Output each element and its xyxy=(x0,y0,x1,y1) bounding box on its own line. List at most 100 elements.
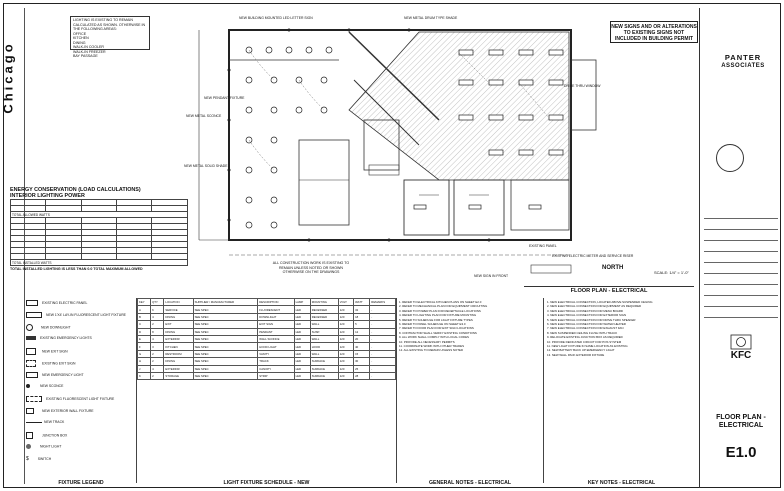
schedule-cell: SEE SPEC xyxy=(192,371,259,381)
drawing-sheet: Chicago LIGHTING IS EXISTING TO REMAIN C… xyxy=(0,3,781,488)
legend-item: NEW 1'X4' LAY-IN FLUORESCENT LIGHT FIXTU… xyxy=(26,312,126,318)
schedule-header-row: KEY QTY LOCATION SUPPLIER / MANUFACTURER… xyxy=(136,297,396,307)
schedule-cell: 28 xyxy=(353,371,371,381)
general-note-line: 12. ALL EXISTING TO REMAIN UNLESS NOTED xyxy=(399,348,464,353)
schedule-cell: FLUORESCENT xyxy=(257,305,295,314)
schedule-cell: 120 xyxy=(337,305,355,314)
lighting-note-text: LIGHTING IS EXISTING TO REMAIN CALCULATE… xyxy=(73,18,146,31)
exit-sign-icon xyxy=(26,348,36,355)
schedule-cell: SUSP. xyxy=(309,327,339,336)
key-note-line: 11. NEW LIGHT FIXTURE IN SAME LOCATION A… xyxy=(547,344,628,349)
existing-fluorescent-icon xyxy=(26,396,42,402)
downlight-symbol-icon xyxy=(26,324,33,331)
schedule-cell: PENDANT xyxy=(257,327,295,336)
schedule-cell: 120 xyxy=(337,312,355,322)
schedule-cell: RECESSED xyxy=(309,305,339,314)
sheet-number: E1.0 xyxy=(725,444,757,461)
schedule-cell: 120 xyxy=(337,349,355,359)
lighting-note-item: WALK-IN FREEZER xyxy=(73,49,106,54)
existing-exit-icon xyxy=(26,360,36,367)
schedule-cell: SURFACE xyxy=(309,364,339,373)
schedule-cell: SERVICE xyxy=(163,305,194,314)
schedule-cell: - xyxy=(369,327,396,336)
callout-front-sign: NEW SIGN IN FRONT xyxy=(474,274,509,278)
schedule-cell: B xyxy=(136,312,152,322)
schedule-cell: - xyxy=(369,371,396,381)
schedule-cell: 8 xyxy=(150,327,165,336)
sconce-icon xyxy=(26,384,30,389)
key-note-line: 9. RELOCATE EXISTING JUNCTION BOX AS REQ… xyxy=(547,335,623,340)
schedule-cell: H xyxy=(136,357,152,366)
wall-fixture-icon xyxy=(26,408,34,414)
schedule-cell: 120 xyxy=(337,357,355,366)
energy-calculations: ENERGY CONSERVATION (LOAD CALCULATIONS) … xyxy=(9,187,188,280)
schedule-cell: EXTERIOR xyxy=(163,334,194,344)
schedule-cell: 120 xyxy=(337,320,355,329)
panel-symbol-icon xyxy=(26,300,38,306)
schedule-cell: LED xyxy=(293,334,311,344)
schedule-cell: KITCHEN xyxy=(163,342,194,351)
schedule-cell: RESTROOM xyxy=(163,349,194,359)
schedule-cell: VANITY xyxy=(257,349,295,359)
legend-title: FIXTURE LEGEND xyxy=(58,480,104,486)
general-note-line: 5. REFER TO SCHEDULE FOR LIGHT FIXTURE T… xyxy=(399,317,473,322)
callout-sign: NEW BUILDING MOUNTED LED LETTER SIGN xyxy=(239,16,313,20)
key-note-line: 10. PROVIDE DEDICATED CIRCUIT FOR POS SY… xyxy=(547,339,622,344)
emergency-symbol-icon xyxy=(26,336,36,341)
energy-subtitle: INTERIOR LIGHTING POWER xyxy=(10,193,85,199)
firm-name: PANTER ASSOCIATES xyxy=(711,54,775,70)
fluorescent-symbol-icon xyxy=(26,312,42,318)
key-note-line: 8. NEW SUSPENDED CEILING FLUSH WITH TRAC… xyxy=(547,330,618,335)
schedule-cell: 2 xyxy=(150,349,165,359)
total-installed: TOTAL INSTALLED WATTS xyxy=(10,259,188,266)
schedule-cell: STORAGE xyxy=(163,371,194,381)
schedule-cell: DINING xyxy=(163,312,194,322)
city-label: Chicago xyxy=(0,41,16,114)
schedule-cell: WALL xyxy=(309,349,339,359)
general-note-line: 11. COORDINATE WORK WITH OTHER TRADES xyxy=(399,344,465,349)
schedule-cell: K xyxy=(136,371,152,381)
lighting-note-item: OFFICE xyxy=(73,31,87,36)
general-note-line: 3. REFER TO POWER PLAN FOR RECEPTACLE LO… xyxy=(399,308,481,313)
lighting-note-item: BAY PASSAGE xyxy=(73,54,98,58)
schedule-cell: 120 xyxy=(337,327,355,336)
schedule-cell: SURFACE xyxy=(309,371,339,381)
schedule-cell: D xyxy=(136,327,152,336)
architect-seal xyxy=(716,144,744,172)
lighting-note-item: KITCHEN xyxy=(73,36,89,40)
schedule-cell: WALL xyxy=(309,334,339,344)
general-note-line: 9. ALL WORK SHALL COMPLY WITH LOCAL CODE… xyxy=(399,335,469,340)
key-note-line: 7. NEW ELECTRICAL CONNECTION FOR EXHAUST… xyxy=(547,326,624,331)
energy-table: TOTAL ALLOWED WATTS TOTAL INSTALLED WATT… xyxy=(9,199,188,266)
schedule-cell: SEE SPEC xyxy=(192,349,259,359)
callout-sconce: NEW METAL SCONCE xyxy=(186,114,222,118)
key-note-line: 13. NEW WALL PACK EXTERIOR FIXTURE xyxy=(547,352,605,357)
schedule-cell: A xyxy=(136,305,152,314)
schedule-cell: WALL SCONCE xyxy=(257,334,295,344)
legend-item: JUNCTION BOX xyxy=(26,432,67,439)
schedule-cell: 20 xyxy=(353,334,371,344)
legend-item: EXISTING EMERGENCY LIGHTS xyxy=(26,336,92,341)
general-note-line: 6. REFER TO PANEL SCHEDULE ON SHEET E3.0 xyxy=(399,322,466,327)
schedule-cell: SURFACE xyxy=(309,357,339,366)
schedule-cell: DINING xyxy=(163,357,194,366)
schedule-cell: G xyxy=(136,349,152,359)
schedule-cell: TRACK xyxy=(257,357,295,366)
schedule-cell: 4 xyxy=(150,334,165,344)
general-note-line: 2. REFER TO MECHANICAL PLAN FOR EQUIPMEN… xyxy=(399,304,488,309)
schedule-cell: 4 xyxy=(150,364,165,373)
schedule-cell: 5 xyxy=(353,320,371,329)
schedule-cell: HOOD LIGHT xyxy=(257,342,295,351)
schedule-cell: 18 xyxy=(353,312,371,322)
schedule-cell: 2 xyxy=(150,357,165,366)
schedule-cell: DINING xyxy=(163,327,194,336)
key-note-line: 5. NEW ELECTRICAL CONNECTION FOR DRIVE T… xyxy=(547,317,636,322)
schedule-cell: SEE SPEC xyxy=(192,357,259,366)
kfc-logo-icon xyxy=(730,334,752,350)
firm-sub-label: ASSOCIATES xyxy=(721,63,765,69)
